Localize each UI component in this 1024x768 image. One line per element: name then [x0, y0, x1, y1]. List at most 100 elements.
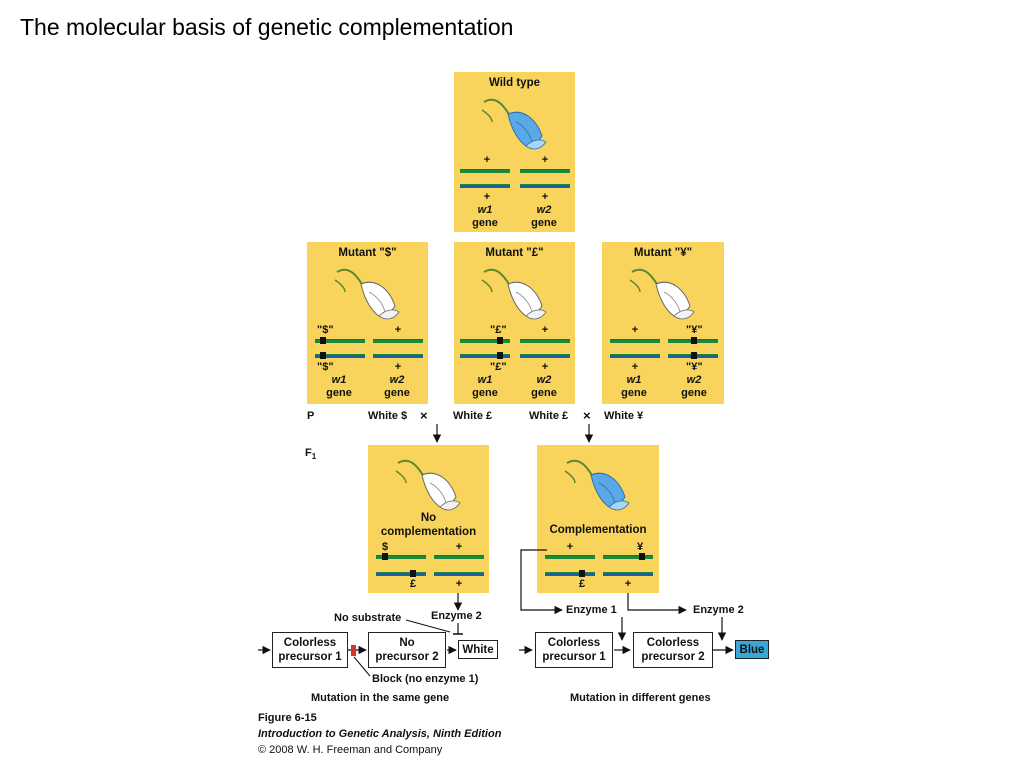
white-flower-icon [334, 268, 400, 320]
chromosome-bar [460, 354, 510, 358]
panel-title: Complementation [549, 524, 647, 536]
chromosome-bar [373, 354, 423, 358]
allele-label: $ [382, 541, 389, 553]
chromosome-bar [603, 555, 653, 559]
chromosome-bar [520, 339, 570, 343]
allele-label: ¥ [637, 541, 644, 553]
chromosome-bar [315, 354, 365, 358]
copyright-text: © 2008 W. H. Freeman and Company [258, 744, 443, 756]
allele-label: "$" [317, 361, 334, 373]
allele-label: + [566, 541, 574, 553]
enzyme-2-label: Enzyme 2 [693, 604, 744, 616]
cross-parent-label: White ¥ [604, 410, 644, 422]
allele-label: "£" [490, 361, 507, 373]
panel-title: Wild type [488, 77, 540, 89]
allele-label: + [483, 154, 491, 166]
white-flower-icon [395, 459, 461, 511]
chromosome-bar [460, 184, 510, 188]
mutation-marker [579, 570, 585, 577]
enzyme-1-label: Enzyme 1 [566, 604, 617, 616]
chromosome-bar [520, 169, 570, 173]
allele-label: + [483, 191, 491, 203]
mutation-marker [691, 337, 697, 344]
allele-label: "¥" [686, 324, 703, 336]
allele-label: + [541, 191, 549, 203]
allele-label: + [455, 578, 463, 590]
pathway-caption: Mutation in different genes [570, 692, 711, 704]
panel-title: Mutant "£" [485, 247, 544, 259]
allele-label: £ [410, 578, 417, 590]
allele-label: £ [579, 578, 586, 590]
chromosome-bar [610, 354, 660, 358]
allele-label: + [624, 578, 632, 590]
allele-label: + [541, 324, 549, 336]
f1-generation-label: F1 [305, 447, 317, 462]
allele-label: + [455, 541, 463, 553]
chromosome-bar [610, 339, 660, 343]
mutation-marker [410, 570, 416, 577]
allele-label: "¥" [686, 361, 703, 373]
mutation-marker [382, 553, 388, 560]
allele-label: + [631, 361, 639, 373]
panel-title: Mutant "¥" [633, 247, 693, 259]
mutation-marker [320, 352, 326, 359]
cross-parent-label: White $ [368, 410, 408, 422]
white-result-box: White [458, 640, 498, 659]
allele-label: "£" [490, 324, 507, 336]
panel-title: Mutant "$" [338, 247, 397, 259]
slide-title: The molecular basis of genetic complemen… [20, 14, 514, 40]
chromosome-bar [460, 339, 510, 343]
mutation-marker [691, 352, 697, 359]
p-generation-label: P [307, 410, 315, 422]
chromosome-bar [373, 339, 423, 343]
blue-flower-icon [481, 98, 547, 150]
chromosome-bar [376, 555, 426, 559]
allele-label: "$" [317, 324, 334, 336]
no-substrate-label: No substrate [334, 612, 402, 624]
chromosome-bar [434, 555, 484, 559]
chromosome-bar [603, 572, 653, 576]
chromosome-bar [376, 572, 426, 576]
mutation-marker [639, 553, 645, 560]
blue-result-box: Blue [735, 640, 769, 659]
blue-flower-icon [564, 459, 630, 511]
chromosome-bar [545, 555, 595, 559]
allele-label: + [631, 324, 639, 336]
chromosome-bar [460, 169, 510, 173]
allele-label: + [394, 361, 402, 373]
panel-complementation: Complementation + ¥ £ + [537, 445, 659, 593]
block-label: Block (no enzyme 1) [372, 673, 479, 685]
chromosome-bar [434, 572, 484, 576]
chromosome-bar [315, 339, 365, 343]
allele-label: + [541, 154, 549, 166]
white-flower-icon [481, 268, 547, 320]
mutation-marker [320, 337, 326, 344]
mutation-marker [497, 352, 503, 359]
chromosome-bar [520, 354, 570, 358]
figure-label: Figure 6-15 [258, 712, 317, 724]
pathway-caption: Mutation in the same gene [311, 692, 450, 704]
chromosome-bar [545, 572, 595, 576]
allele-label: + [541, 361, 549, 373]
chromosome-bar [520, 184, 570, 188]
cross-parent-label: White £ [453, 410, 493, 422]
book-title: Introduction to Genetic Analysis, Ninth … [258, 728, 502, 740]
